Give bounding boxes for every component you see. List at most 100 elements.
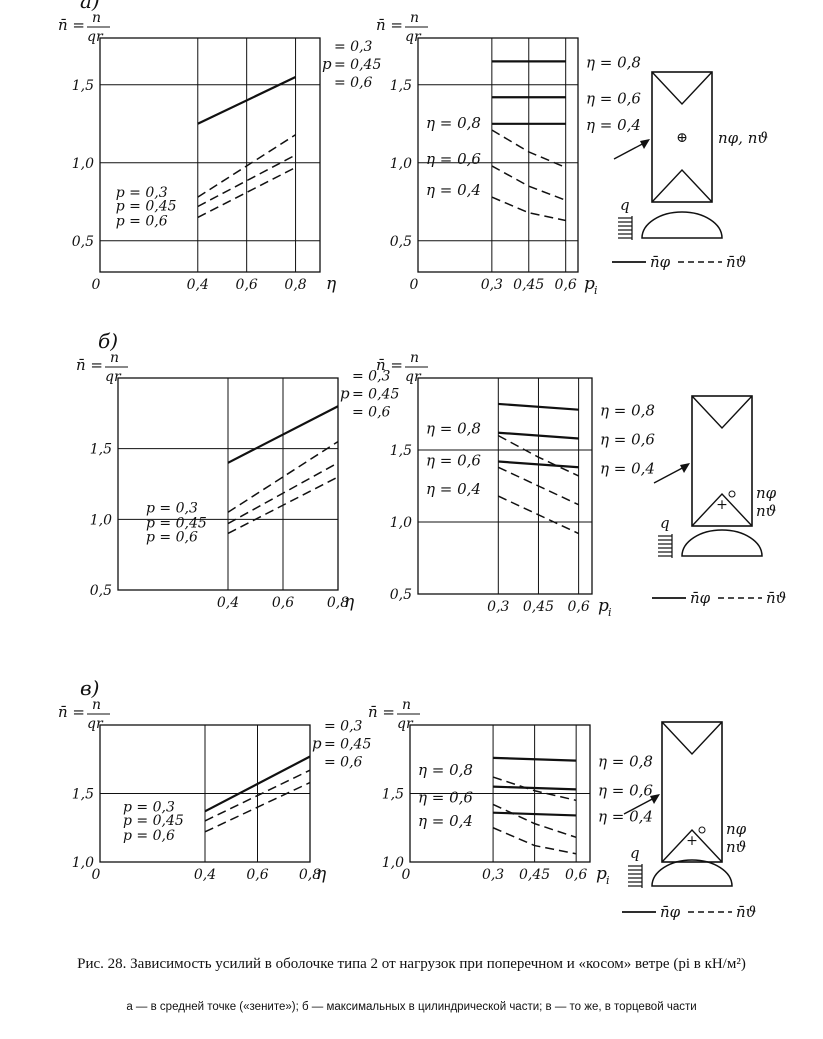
point-marker: ⊕ [676, 130, 688, 146]
series-annotation: η = 0,6 [586, 89, 641, 107]
y-axis-label-numerator: n [410, 10, 419, 26]
y-axis-label: n̄ = [58, 16, 85, 34]
series-annotation: p [340, 384, 350, 402]
series-line-solid-1 [227, 405, 339, 464]
series-annotation: = 0,3 [334, 39, 373, 55]
shell-end-triangle-bottom [651, 168, 713, 203]
series-annotation: η = 0,4 [600, 459, 655, 477]
series-line-solid-2 [493, 785, 577, 791]
series-annotation: η = 0,8 [586, 53, 641, 71]
series-annotation: p = 0,45 [123, 813, 184, 829]
series-line-dashed-4 [227, 476, 339, 535]
series-annotation: p = 0,3 [123, 799, 175, 815]
shell-end-triangle-bottom [661, 828, 723, 863]
series-annotation: η = 0,6 [598, 781, 653, 799]
series-annotation: η = 0,6 [600, 430, 655, 448]
series-annotation: η = 0,6 [426, 451, 481, 469]
series-annotation: η = 0,8 [600, 402, 655, 420]
series-line-solid-2 [498, 431, 579, 440]
series-line-dashed-6 [497, 495, 579, 535]
force-label: nϑ [756, 502, 777, 520]
y-axis-label: n̄ = [376, 16, 403, 34]
x-tick-label: 0,4 [217, 595, 239, 611]
series-annotation: η = 0,4 [586, 116, 641, 134]
series-line-dashed-5 [491, 165, 566, 201]
panel-label: б) [98, 329, 118, 353]
series-line-solid-1 [204, 755, 311, 813]
x-origin-label: 0 [402, 867, 411, 883]
series-annotation: η = 0,6 [426, 150, 481, 168]
legend-solid-label: n̄φ [660, 903, 681, 921]
series-line-dashed-2 [197, 134, 296, 198]
series-annotation: = 0,45 [324, 737, 371, 753]
y-axis-label: n̄ = [368, 703, 395, 721]
series-line-dashed-6 [492, 827, 577, 855]
series-line-dashed-4 [497, 434, 579, 477]
x-axis-label-subscript: i [606, 874, 610, 887]
y-tick-label: 1,5 [390, 443, 412, 459]
series-annotation: = 0,45 [334, 57, 381, 73]
x-tick-label: 0,6 [567, 599, 589, 615]
series-annotation: η = 0,4 [426, 181, 481, 199]
y-tick-label: 1,5 [390, 78, 412, 94]
series-annotation: = 0,45 [352, 386, 399, 402]
y-tick-label: 1,0 [90, 512, 112, 528]
y-tick-label: 0,5 [72, 234, 94, 250]
shell-end-triangle-top [661, 721, 723, 756]
series-line-dashed-5 [492, 803, 577, 839]
legend-solid-label: n̄φ [690, 589, 711, 607]
legend-solid-label: n̄φ [650, 253, 671, 271]
series-annotation: = 0,6 [334, 75, 373, 91]
shell-outline [651, 71, 713, 203]
series-annotation: p = 0,45 [116, 198, 177, 214]
series-annotation: p = 0,6 [116, 213, 168, 229]
x-tick-label: 0,3 [482, 867, 504, 883]
y-tick-label: 0,5 [90, 583, 112, 599]
series-line-dashed-4 [491, 129, 566, 169]
series-annotation: η = 0,8 [426, 420, 481, 438]
series-line-solid-3 [498, 460, 579, 469]
series-line-dashed-3 [204, 781, 311, 833]
y-axis-label-denominator: qr [87, 716, 104, 732]
force-label: nϑ [726, 838, 747, 856]
y-tick-label: 1,0 [382, 855, 404, 871]
x-tick-label: 0,6 [272, 595, 294, 611]
shell-end-triangle-top [651, 71, 713, 106]
x-tick-label: 0,6 [565, 867, 587, 883]
wind-load-label: q [630, 844, 640, 862]
y-tick-label: 1,5 [382, 787, 404, 803]
series-annotation: η = 0,8 [426, 114, 481, 132]
x-tick-label: 0,4 [187, 277, 209, 293]
force-label: nφ [726, 820, 747, 838]
x-tick-label: 0,8 [284, 277, 306, 293]
x-origin-label: 0 [92, 867, 101, 883]
series-annotation: = 0,3 [324, 719, 363, 735]
x-axis-label: p [598, 596, 609, 616]
series-line-dashed-3 [197, 154, 296, 208]
x-axis-label: η [344, 592, 355, 612]
point-marker: + [686, 833, 698, 849]
y-tick-label: 1,5 [90, 442, 112, 458]
y-axis-label-numerator: n [110, 350, 119, 366]
series-annotation: p = 0,3 [146, 500, 198, 516]
series-line-solid-3 [493, 811, 577, 817]
y-axis-label-denominator: qr [405, 369, 422, 385]
legend-dashed-label: n̄ϑ [766, 589, 787, 607]
wind-load-label: q [620, 196, 630, 214]
shell-cross-section [641, 211, 723, 239]
series-annotation: p = 0,6 [146, 529, 198, 545]
load-arrow-head [640, 139, 650, 149]
load-arrow-head [680, 463, 690, 473]
point-marker: + [716, 497, 728, 513]
legend-dashed-label: n̄ϑ [736, 903, 757, 921]
y-tick-label: 1,5 [72, 78, 94, 94]
plot-frame [99, 37, 321, 273]
series-line-solid-1 [197, 76, 297, 125]
x-tick-label: 0,8 [327, 595, 349, 611]
series-annotation: η = 0,4 [426, 480, 481, 498]
series-annotation: p [322, 55, 332, 73]
legend-dashed-label: n̄ϑ [726, 253, 747, 271]
x-tick-label: 0,3 [487, 599, 509, 615]
y-axis-label-numerator: n [92, 10, 101, 26]
